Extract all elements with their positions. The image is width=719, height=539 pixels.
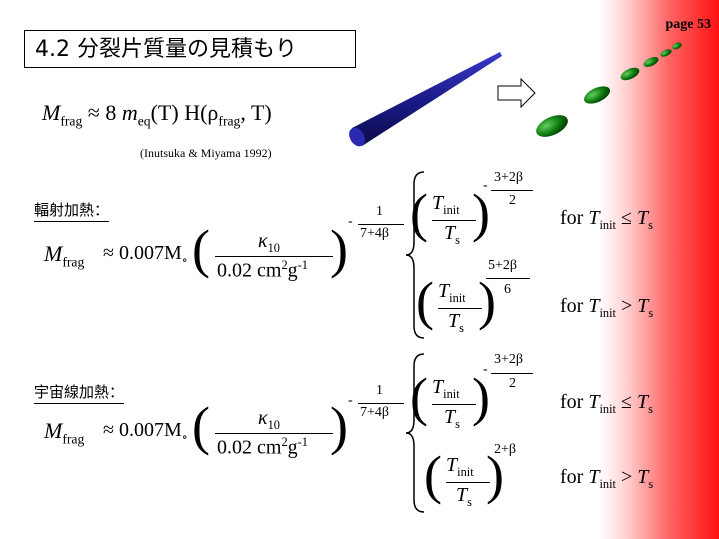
exp-line-1a — [491, 190, 533, 191]
kappa-2: κ10 — [258, 407, 280, 432]
paren-close-2a: ) — [472, 367, 490, 427]
denominator-1: 0.02 cm2g-1 — [217, 258, 308, 282]
brace-2 — [405, 353, 425, 513]
paren-open-1: ( — [192, 219, 210, 279]
page-number: page 53 — [665, 17, 712, 32]
citation: (Inutsuka & Miyama 1992) — [140, 146, 272, 160]
condition-2a: for Tinit ≤ Ts — [560, 391, 653, 416]
paren-open-2b: ( — [424, 445, 442, 505]
exp-num-2a: 3+2β — [494, 352, 524, 367]
exp-den-1a: 2 — [509, 193, 516, 208]
mfrag-lhs-2: Mfrag — [44, 418, 85, 447]
paren-close-2: ) — [330, 396, 348, 456]
kappa-1: κ10 — [258, 230, 280, 255]
frac-line-1a — [432, 220, 476, 221]
t-s-den-1a: Ts — [444, 222, 460, 247]
t-init-num-2a: Tinit — [432, 376, 460, 401]
condition-2b: for Tinit > Ts — [560, 466, 654, 491]
paren-close-1: ) — [330, 219, 348, 279]
t-s-den-1b: Ts — [448, 310, 464, 335]
t-s-den-2b: Ts — [456, 484, 472, 509]
slide-title: 4.2 分裂片質量の見積もり — [24, 30, 356, 68]
exponent-den-1: 7+4β — [360, 226, 390, 241]
paren-open-2a: ( — [410, 367, 428, 427]
frac-line-1b — [438, 308, 482, 309]
t-s-den-2a: Ts — [444, 406, 460, 431]
brace-1 — [405, 171, 425, 339]
paren-open-1a: ( — [410, 183, 428, 243]
t-init-num-2b: Tinit — [446, 454, 474, 479]
exp-line-1b — [486, 278, 530, 279]
condition-1b: for Tinit > Ts — [560, 295, 654, 320]
main-formula: Mfrag ≈ 8 meq(T) H(ρfrag, T) — [42, 100, 272, 129]
paren-close-1a: ) — [472, 183, 490, 243]
exp-num-1a: 3+2β — [494, 170, 524, 185]
condition-1a: for Tinit ≤ Ts — [560, 207, 653, 232]
t-init-num-1a: Tinit — [432, 192, 460, 217]
exp-num-1b: 5+2β — [488, 258, 518, 273]
arrow-icon — [497, 78, 536, 108]
red-gradient-bar — [600, 0, 719, 539]
frac-line-kappa-2 — [215, 433, 333, 434]
frac-line-2b — [446, 482, 490, 483]
coefficient-1: ≈ 0.007M∘ — [103, 242, 188, 267]
exp-2b: 2+β — [494, 442, 517, 457]
section-label-cosmic-ray: 宇宙線加熱： — [34, 381, 125, 404]
denominator-2: 0.02 cm2g-1 — [217, 435, 308, 459]
exp-den-1b: 6 — [504, 282, 511, 297]
exponent-line-2 — [358, 403, 404, 404]
fragments-illustration — [536, 42, 682, 137]
exponent-minus-2: - — [348, 393, 353, 408]
exponent-minus-1: - — [348, 214, 353, 229]
filament-illustration — [349, 52, 502, 147]
paren-open-2: ( — [192, 396, 210, 456]
exponent-num-1: 1 — [376, 204, 383, 219]
exponent-den-2: 7+4β — [360, 405, 390, 420]
exp-minus-1a: - — [483, 178, 488, 193]
frac-line-2a — [432, 404, 476, 405]
exp-line-2a — [491, 373, 533, 374]
t-init-num-1b: Tinit — [438, 280, 466, 305]
exp-minus-2a: - — [483, 362, 488, 377]
exponent-line-1 — [358, 224, 404, 225]
exp-den-2a: 2 — [509, 376, 516, 391]
paren-close-1b: ) — [478, 271, 496, 331]
mfrag-lhs-1: Mfrag — [44, 241, 85, 270]
exponent-num-2: 1 — [376, 383, 383, 398]
paren-open-1b: ( — [416, 271, 434, 331]
coefficient-2: ≈ 0.007M∘ — [103, 419, 188, 444]
section-label-radiative: 輻射加熱： — [34, 199, 110, 222]
paren-close-2b: ) — [486, 445, 504, 505]
frac-line-kappa-1 — [215, 256, 333, 257]
